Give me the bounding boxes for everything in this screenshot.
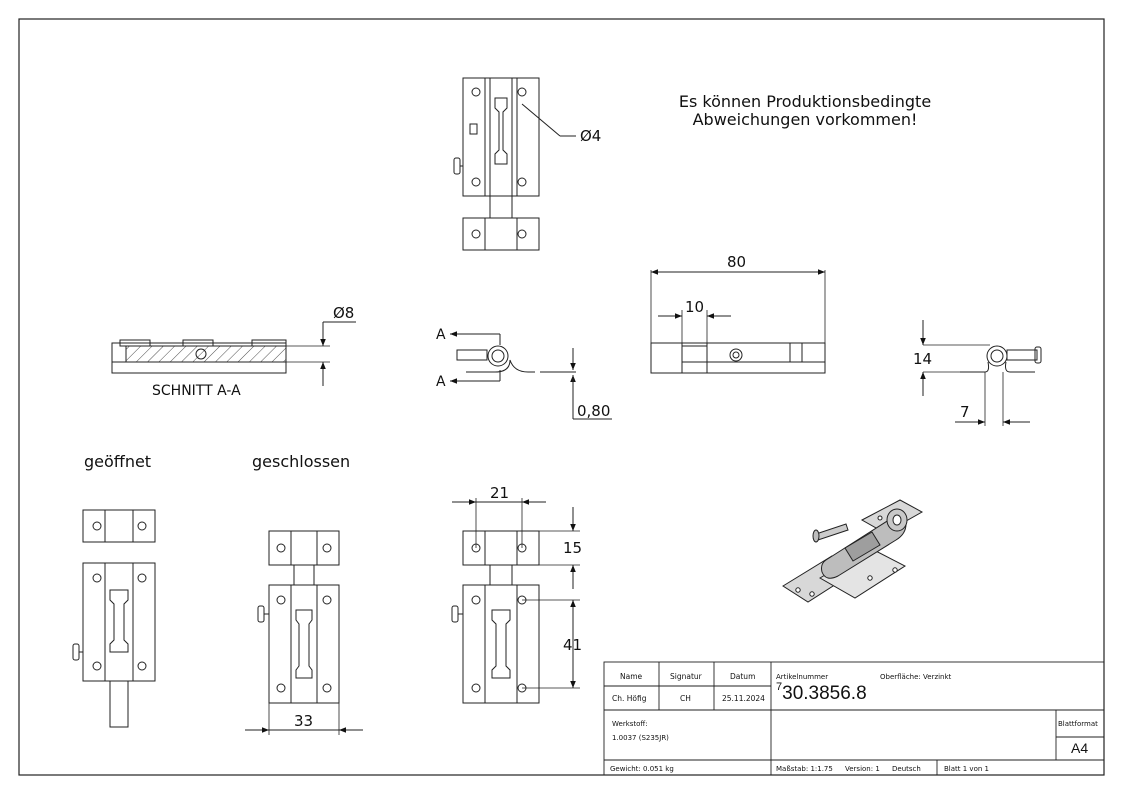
offset-7-label: 7	[960, 403, 970, 421]
height-41-label: 41	[563, 636, 582, 654]
production-note-line-1: Es können Produktionsbedingte	[678, 92, 932, 111]
section-view	[111, 321, 356, 386]
thickness-label: 0,80	[577, 402, 610, 420]
production-note: Es können Produktionsbedingte Abweichung…	[640, 93, 970, 129]
title-block	[603, 661, 1105, 776]
closed-view-label: geschlossen	[252, 452, 350, 471]
date-header: Datum	[730, 672, 755, 681]
sheet-label: Blatt 1 von 1	[944, 765, 989, 773]
height-14-label: 14	[913, 350, 932, 368]
signature-header: Signatur	[670, 672, 703, 681]
open-view-label: geöffnet	[84, 452, 151, 471]
format-value: A4	[1071, 740, 1089, 756]
hole-diameter-label: Ø4	[580, 127, 601, 145]
name-header: Name	[620, 672, 643, 681]
front-view	[650, 269, 826, 374]
width-33-label: 33	[294, 712, 313, 730]
top-view	[453, 77, 576, 251]
dimensioned-plan-view	[451, 498, 580, 704]
open-view	[72, 509, 156, 728]
weight-label: Gewicht: 0.051 kg	[610, 765, 674, 773]
material-value: 1.0037 (S235JR)	[612, 734, 669, 742]
version-label: Version: 1	[845, 765, 880, 773]
article-prefix: 7	[776, 681, 783, 693]
right-side-view	[920, 320, 1042, 426]
material-label: Werkstoff:	[612, 720, 648, 728]
isometric-view	[782, 499, 924, 603]
section-title: SCHNITT A-A	[152, 383, 241, 399]
production-note-line-2: Abweichungen vorkommen!	[692, 110, 918, 129]
language-label: Deutsch	[892, 765, 921, 773]
article-number: 730.3856.8	[776, 681, 867, 705]
section-marker-top: A	[436, 327, 446, 343]
section-marker-bottom: A	[436, 374, 446, 390]
side-profile-view	[450, 331, 612, 420]
length-10-label: 10	[685, 298, 704, 316]
surface-label: Oberfläche: Verzinkt	[880, 673, 952, 681]
length-80-label: 80	[727, 253, 746, 271]
article-header: Artikelnummer	[776, 673, 828, 681]
sheet-border	[18, 18, 1105, 776]
scale-label: Maßstab: 1:1.75	[776, 765, 833, 773]
pin-diameter-label: Ø8	[333, 304, 354, 322]
width-21-label: 21	[490, 484, 509, 502]
name-value: Ch. Höfig	[612, 694, 647, 703]
closed-view	[245, 530, 363, 735]
format-label: Blattformat	[1058, 720, 1098, 728]
height-15-label: 15	[563, 539, 582, 557]
article-number-value: 30.3856.8	[782, 683, 867, 704]
date-value: 25.11.2024	[722, 694, 765, 703]
signature-value: CH	[680, 694, 691, 703]
